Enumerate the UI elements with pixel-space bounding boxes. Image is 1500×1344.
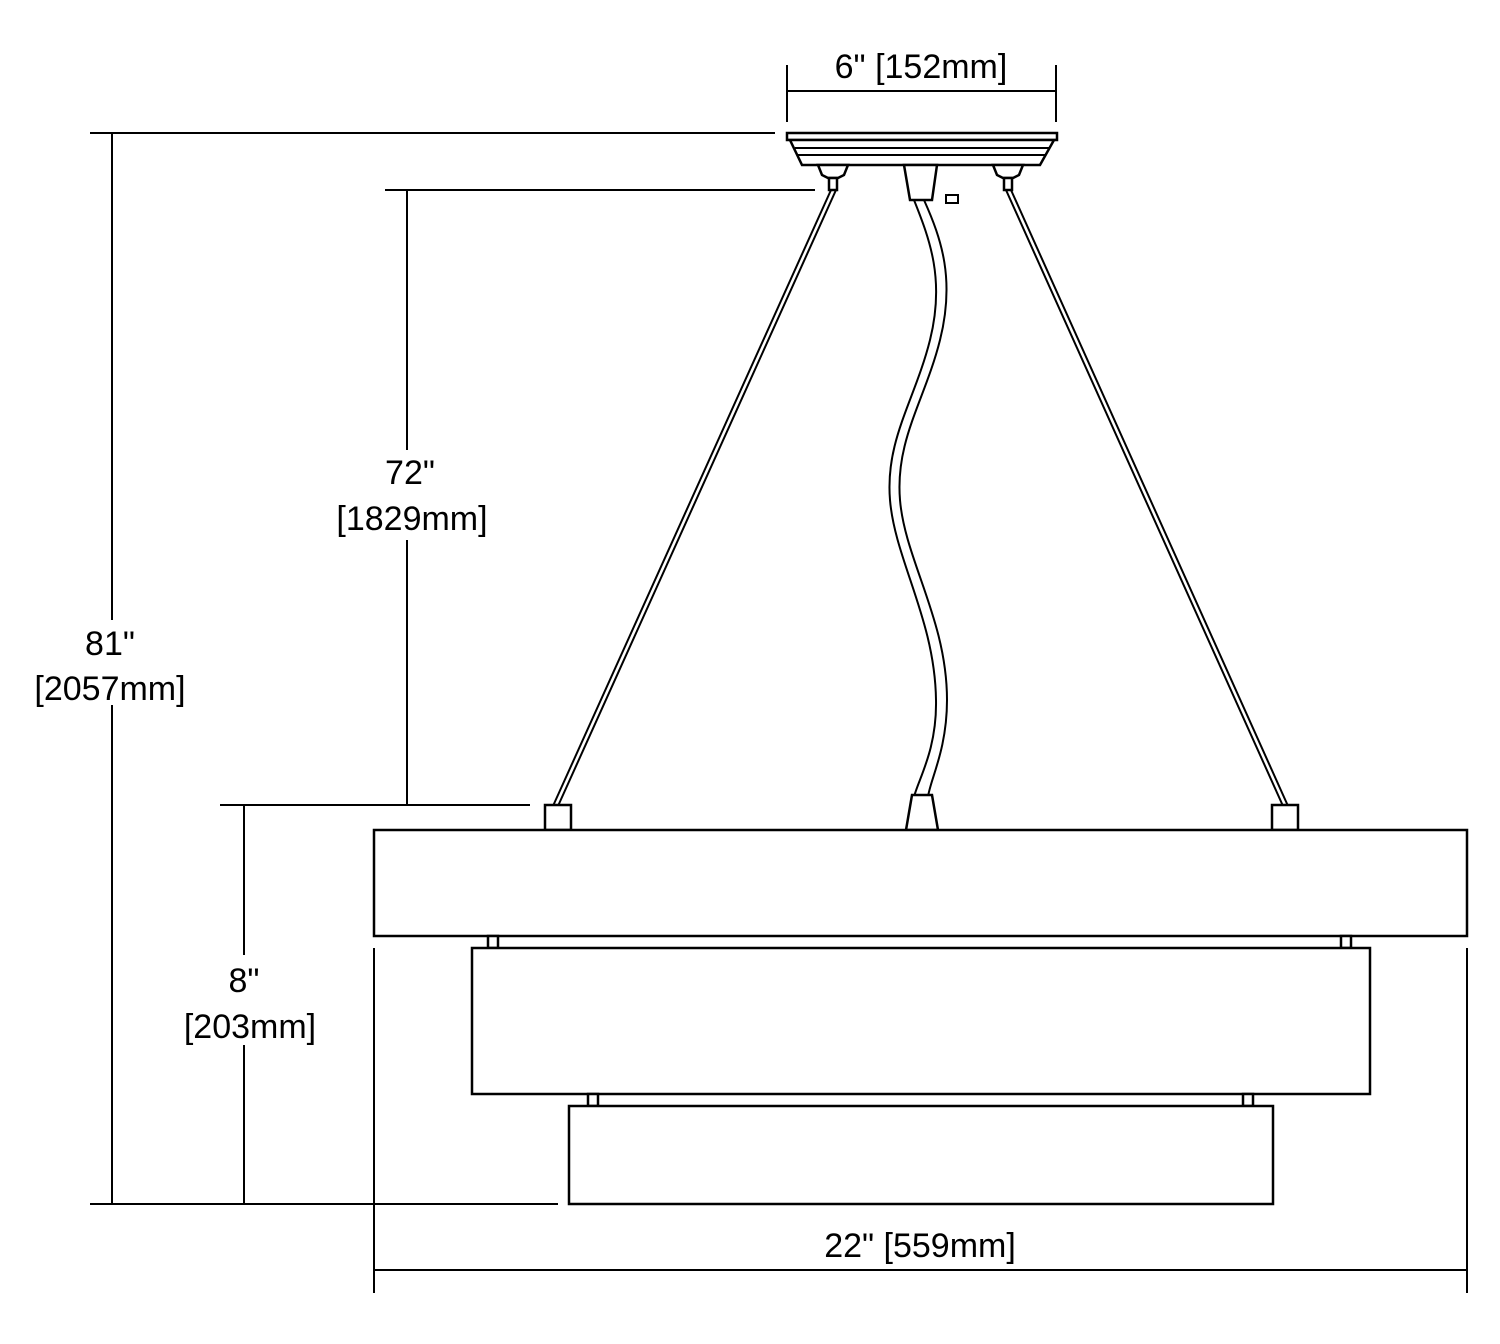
suspension-cables: [552, 189, 1289, 807]
fixture-height-dimension: 8" [203mm]: [184, 805, 316, 1204]
power-cord: [888, 199, 949, 832]
chain-length-dimension: 72" [1829mm]: [220, 189, 815, 806]
fixture-height-mm: [203mm]: [184, 1008, 316, 1046]
canopy-width-dimension: 6" [152mm]: [786, 48, 1057, 122]
ceiling-canopy: [785, 131, 1059, 204]
fixture-body: [372, 803, 1469, 1206]
overall-height-dimension: 81" [2057mm]: [34, 132, 775, 1205]
fixture-width-label: 22" [559mm]: [824, 1227, 1016, 1265]
overall-height-in: 81": [85, 625, 135, 663]
fixture-width-dimension: 22" [559mm]: [373, 948, 1468, 1293]
overall-height-mm: [2057mm]: [34, 670, 185, 708]
chain-length-in: 72": [385, 454, 435, 492]
bottom-tier: [567, 1104, 1275, 1206]
canopy-width-label: 6" [152mm]: [835, 48, 1008, 86]
top-tier: [372, 828, 1469, 938]
middle-tier: [470, 946, 1372, 1096]
chain-length-mm: [1829mm]: [336, 500, 487, 538]
fixture-height-in: 8": [229, 962, 260, 1000]
set-screw: [945, 194, 959, 204]
